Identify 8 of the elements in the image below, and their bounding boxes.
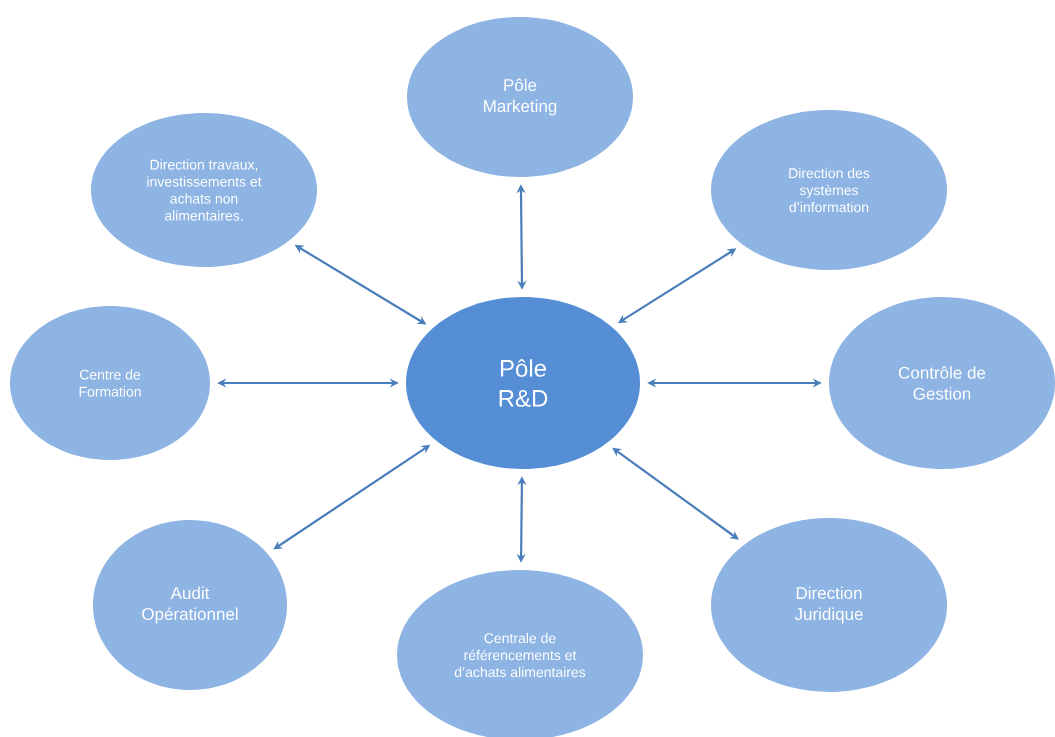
ellipse-node: Direction des systèmes d’information [711,110,947,270]
ellipse-node: Centre de Formation [10,306,210,460]
ellipse-node: Audit Opérationnel [93,520,287,690]
ellipse-node: Direction Juridique [711,518,947,692]
ellipse-node: Pôle R&D [406,297,640,469]
ellipse-node: Contrôle de Gestion [829,297,1055,469]
ellipse-node: Pôle Marketing [407,17,633,177]
ellipse-node: Direction travaux, investissements et achats non alimentaires. [91,113,317,267]
